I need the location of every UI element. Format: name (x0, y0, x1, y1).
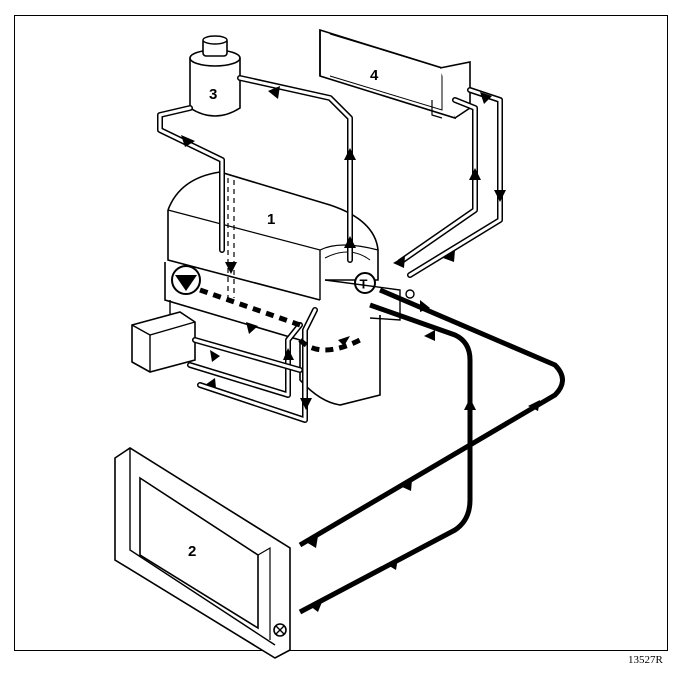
thermostat-housing (324, 279, 415, 321)
flow-arrow (480, 92, 492, 104)
flow-arrow (424, 330, 435, 341)
flow-arrow (283, 348, 294, 360)
flow-arrow (386, 558, 398, 570)
flow-arrow (420, 300, 430, 312)
flow-arrow (306, 536, 318, 548)
flow-arrow (210, 350, 220, 362)
flow-arrow (443, 250, 455, 262)
label-engine: 1 (267, 211, 275, 228)
label-heater: 4 (370, 67, 379, 84)
flow-arrow (205, 378, 216, 388)
label-expansion-tank: 3 (209, 86, 217, 103)
bleed-screw-icon (405, 289, 415, 299)
water-pump-icon (171, 265, 201, 295)
flow-arrow (528, 400, 540, 411)
flow-arrow (225, 262, 237, 274)
flow-arrow (393, 256, 405, 268)
flow-arrows (181, 86, 540, 612)
thin-hoses (157, 75, 503, 423)
flow-arrow (310, 602, 322, 612)
flow-arrow (268, 86, 280, 99)
flow-arrow (344, 236, 356, 248)
flow-arrow (300, 398, 312, 410)
reference-code: 13527R (628, 654, 663, 666)
radiator-hoses (298, 287, 565, 615)
figure-frame (14, 15, 668, 651)
internal-flow-dashed (199, 287, 362, 353)
thermostat-label: T (360, 277, 368, 292)
flow-arrow (181, 135, 195, 147)
flow-arrow (469, 168, 481, 180)
heater-matrix: 4 (319, 28, 471, 120)
label-radiator: 2 (188, 543, 196, 560)
oil-cooler (131, 311, 196, 373)
flow-arrow (494, 190, 506, 202)
expansion-tank: 3 (189, 35, 241, 117)
flow-arrow (464, 398, 476, 410)
flow-arrow (400, 480, 412, 491)
flow-arrow (344, 148, 356, 160)
flow-arrow (338, 336, 350, 346)
thermostat-icon: T (354, 272, 376, 294)
flow-arrow (246, 322, 258, 334)
radiator: 2 (114, 447, 291, 659)
